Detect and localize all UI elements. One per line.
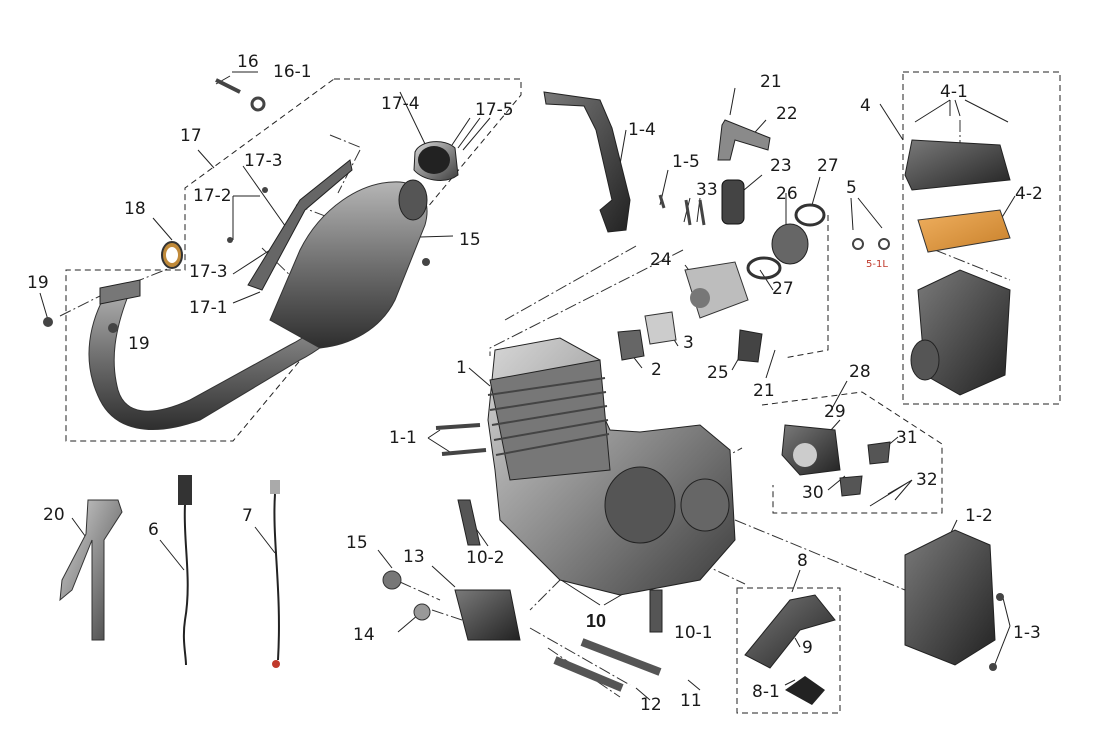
label-21-top: 21: [760, 72, 782, 92]
label-1-2: 1-2: [965, 506, 993, 526]
label-22: 22: [776, 104, 798, 124]
label-15-top: 15: [459, 230, 481, 250]
label-27-top: 27: [817, 156, 839, 176]
label-17-3-top: 17-3: [244, 151, 283, 171]
label-23: 23: [770, 156, 792, 176]
label-17-2: 17-2: [193, 186, 232, 206]
label-15-bottom: 15: [346, 533, 368, 553]
label-5: 5: [846, 178, 857, 198]
label-29: 29: [824, 402, 846, 422]
label-1-1: 1-1: [389, 428, 417, 448]
intake-cluster: [617, 119, 826, 363]
label-3: 3: [683, 333, 694, 353]
label-13: 13: [403, 547, 425, 567]
throttle-body: [781, 424, 891, 497]
label-8-1: 8-1: [752, 682, 780, 702]
label-4: 4: [860, 96, 871, 116]
label-8: 8: [797, 551, 808, 571]
air-box: [852, 139, 1011, 396]
label-10: 10: [586, 611, 607, 631]
label-17-5: 17-5: [475, 100, 514, 120]
exhaust-system: [43, 78, 459, 430]
label-1-3: 1-3: [1013, 623, 1041, 643]
label-33: 33: [696, 180, 718, 200]
leader-lines: [39, 71, 1016, 701]
label-1-5: 1-5: [672, 152, 700, 172]
label-14: 14: [353, 625, 375, 645]
label-26: 26: [776, 184, 798, 204]
label-19-left: 19: [27, 273, 49, 293]
kick-starter: [543, 91, 631, 233]
label-27-bottom: 27: [772, 279, 794, 299]
label-1-4: 1-4: [628, 120, 656, 140]
label-12: 12: [640, 695, 662, 715]
label-11: 11: [680, 691, 702, 711]
label-4-1: 4-1: [940, 82, 968, 102]
label-17-3-bottom: 17-3: [189, 262, 228, 282]
label-1: 1: [456, 358, 467, 378]
label-10-1: 10-1: [674, 623, 713, 643]
label-17-1: 17-1: [189, 298, 228, 318]
label-16: 16: [237, 52, 259, 72]
label-25: 25: [707, 363, 729, 383]
label-19-right: 19: [128, 334, 150, 354]
label-7: 7: [242, 506, 253, 526]
label-4-2: 4-2: [1015, 184, 1043, 204]
label-30: 30: [802, 483, 824, 503]
label-10-2: 10-2: [466, 548, 505, 568]
label-31: 31: [896, 428, 918, 448]
label-28: 28: [849, 362, 871, 382]
label-17: 17: [180, 126, 202, 146]
label-17-4: 17-4: [381, 94, 420, 114]
label-24: 24: [650, 250, 672, 270]
small-parts: [59, 475, 1004, 705]
label-6: 6: [148, 520, 159, 540]
label-9: 9: [802, 638, 813, 658]
label-18: 18: [124, 199, 146, 219]
label-5-1l: 5-1L: [866, 259, 888, 270]
label-32: 32: [916, 470, 938, 490]
label-16-1: 16-1: [273, 62, 312, 82]
group-outlines: [65, 71, 1061, 714]
label-20: 20: [43, 505, 65, 525]
engine-block: [435, 337, 736, 596]
label-2: 2: [651, 360, 662, 380]
label-21-bottom: 21: [753, 381, 775, 401]
